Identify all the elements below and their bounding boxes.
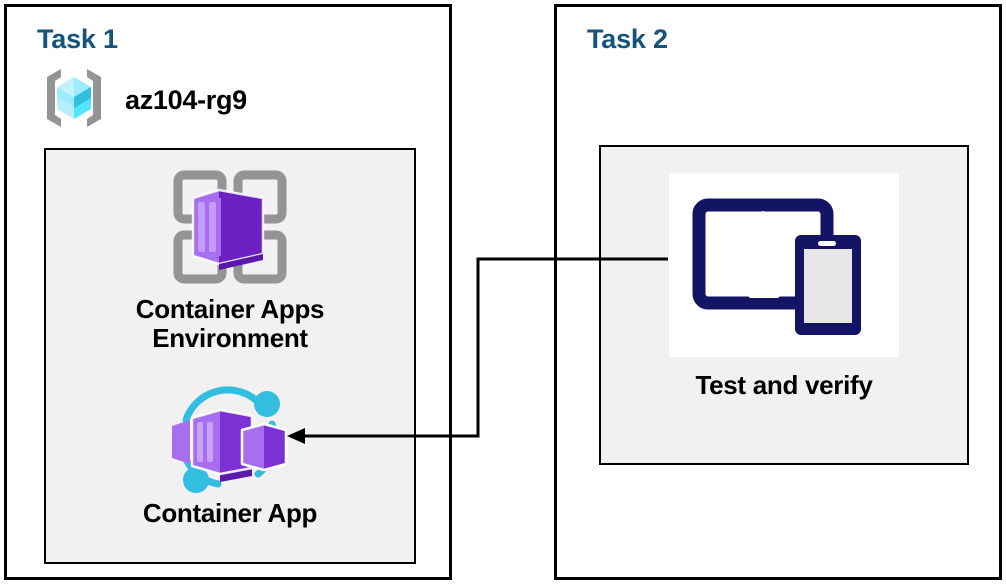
task-2-panel: Task 2 — [554, 4, 1002, 580]
resource-group-icon — [39, 64, 109, 137]
container-apps-environment-icon — [167, 164, 293, 295]
task-2-group-box: Test and verify — [599, 145, 969, 465]
task-1-group-box: Container Apps Environment — [44, 148, 416, 564]
resource-group-header: az104-rg9 — [39, 64, 247, 137]
resource-tile-test-and-verify: Test and verify — [601, 173, 967, 400]
container-app-icon — [160, 382, 300, 499]
resource-tile-label-container-apps-environment: Container Apps Environment — [135, 294, 325, 354]
resource-tile-label-container-app: Container App — [142, 498, 318, 528]
task-1-panel: Task 1 — [4, 4, 452, 580]
resource-tile-container-app: Container App — [46, 382, 414, 528]
resource-tile-container-apps-environment: Container Apps Environment — [46, 164, 414, 353]
resource-tile-label-test-and-verify: Test and verify — [695, 370, 873, 400]
test-and-verify-icon-plate — [669, 173, 899, 357]
test-and-verify-devices-icon — [691, 187, 877, 344]
resource-group-label: az104-rg9 — [125, 85, 247, 115]
task-1-title: Task 1 — [37, 24, 118, 54]
task-2-title: Task 2 — [587, 24, 668, 54]
